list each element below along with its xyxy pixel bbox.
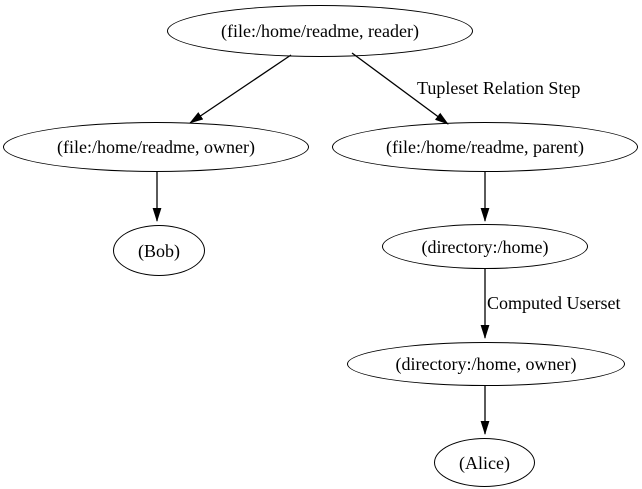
node-file-home-readme-reader: (file:/home/readme, reader)	[167, 5, 473, 57]
edge-label-tupleset-relation-step: Tupleset Relation Step	[417, 78, 581, 98]
node-label: (file:/home/readme, reader)	[221, 21, 419, 41]
node-directory-home-owner: (directory:/home, owner)	[347, 342, 625, 386]
node-label: (Bob)	[138, 240, 180, 261]
node-alice: (Alice)	[434, 438, 535, 487]
node-file-home-readme-owner: (file:/home/readme, owner)	[3, 122, 309, 172]
node-file-home-readme-parent: (file:/home/readme, parent)	[332, 122, 638, 172]
node-label: (directory:/home, owner)	[395, 354, 577, 374]
edge-reader-to-owner	[189, 54, 292, 124]
node-label: (file:/home/readme, parent)	[386, 137, 584, 157]
node-bob: (Bob)	[113, 225, 205, 276]
node-label: (file:/home/readme, owner)	[57, 137, 255, 157]
node-label: (Alice)	[459, 452, 510, 473]
edge-label-computed-userset: Computed Userset	[487, 293, 621, 313]
node-label: (directory:/home)	[421, 236, 549, 257]
node-directory-home: (directory:/home)	[382, 224, 588, 269]
